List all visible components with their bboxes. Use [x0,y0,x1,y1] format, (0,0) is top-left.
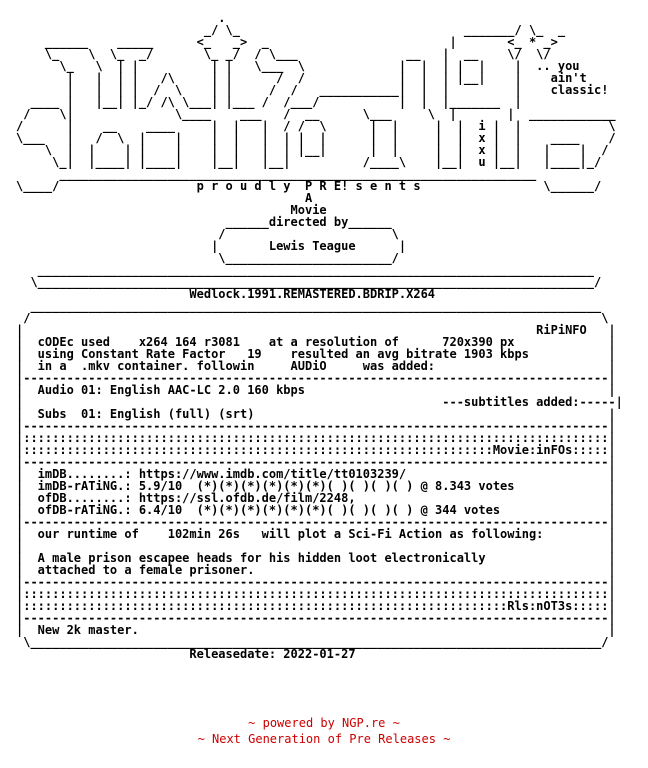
footer-tagline: ~ Next Generation of Pre Releases ~ [197,732,451,746]
footer-powered-by: ~ powered by NGP.re ~ [248,716,400,730]
nfo-text: . _/ \_ _______/ \_ _ ______ _____ <_ _>… [16,11,623,661]
